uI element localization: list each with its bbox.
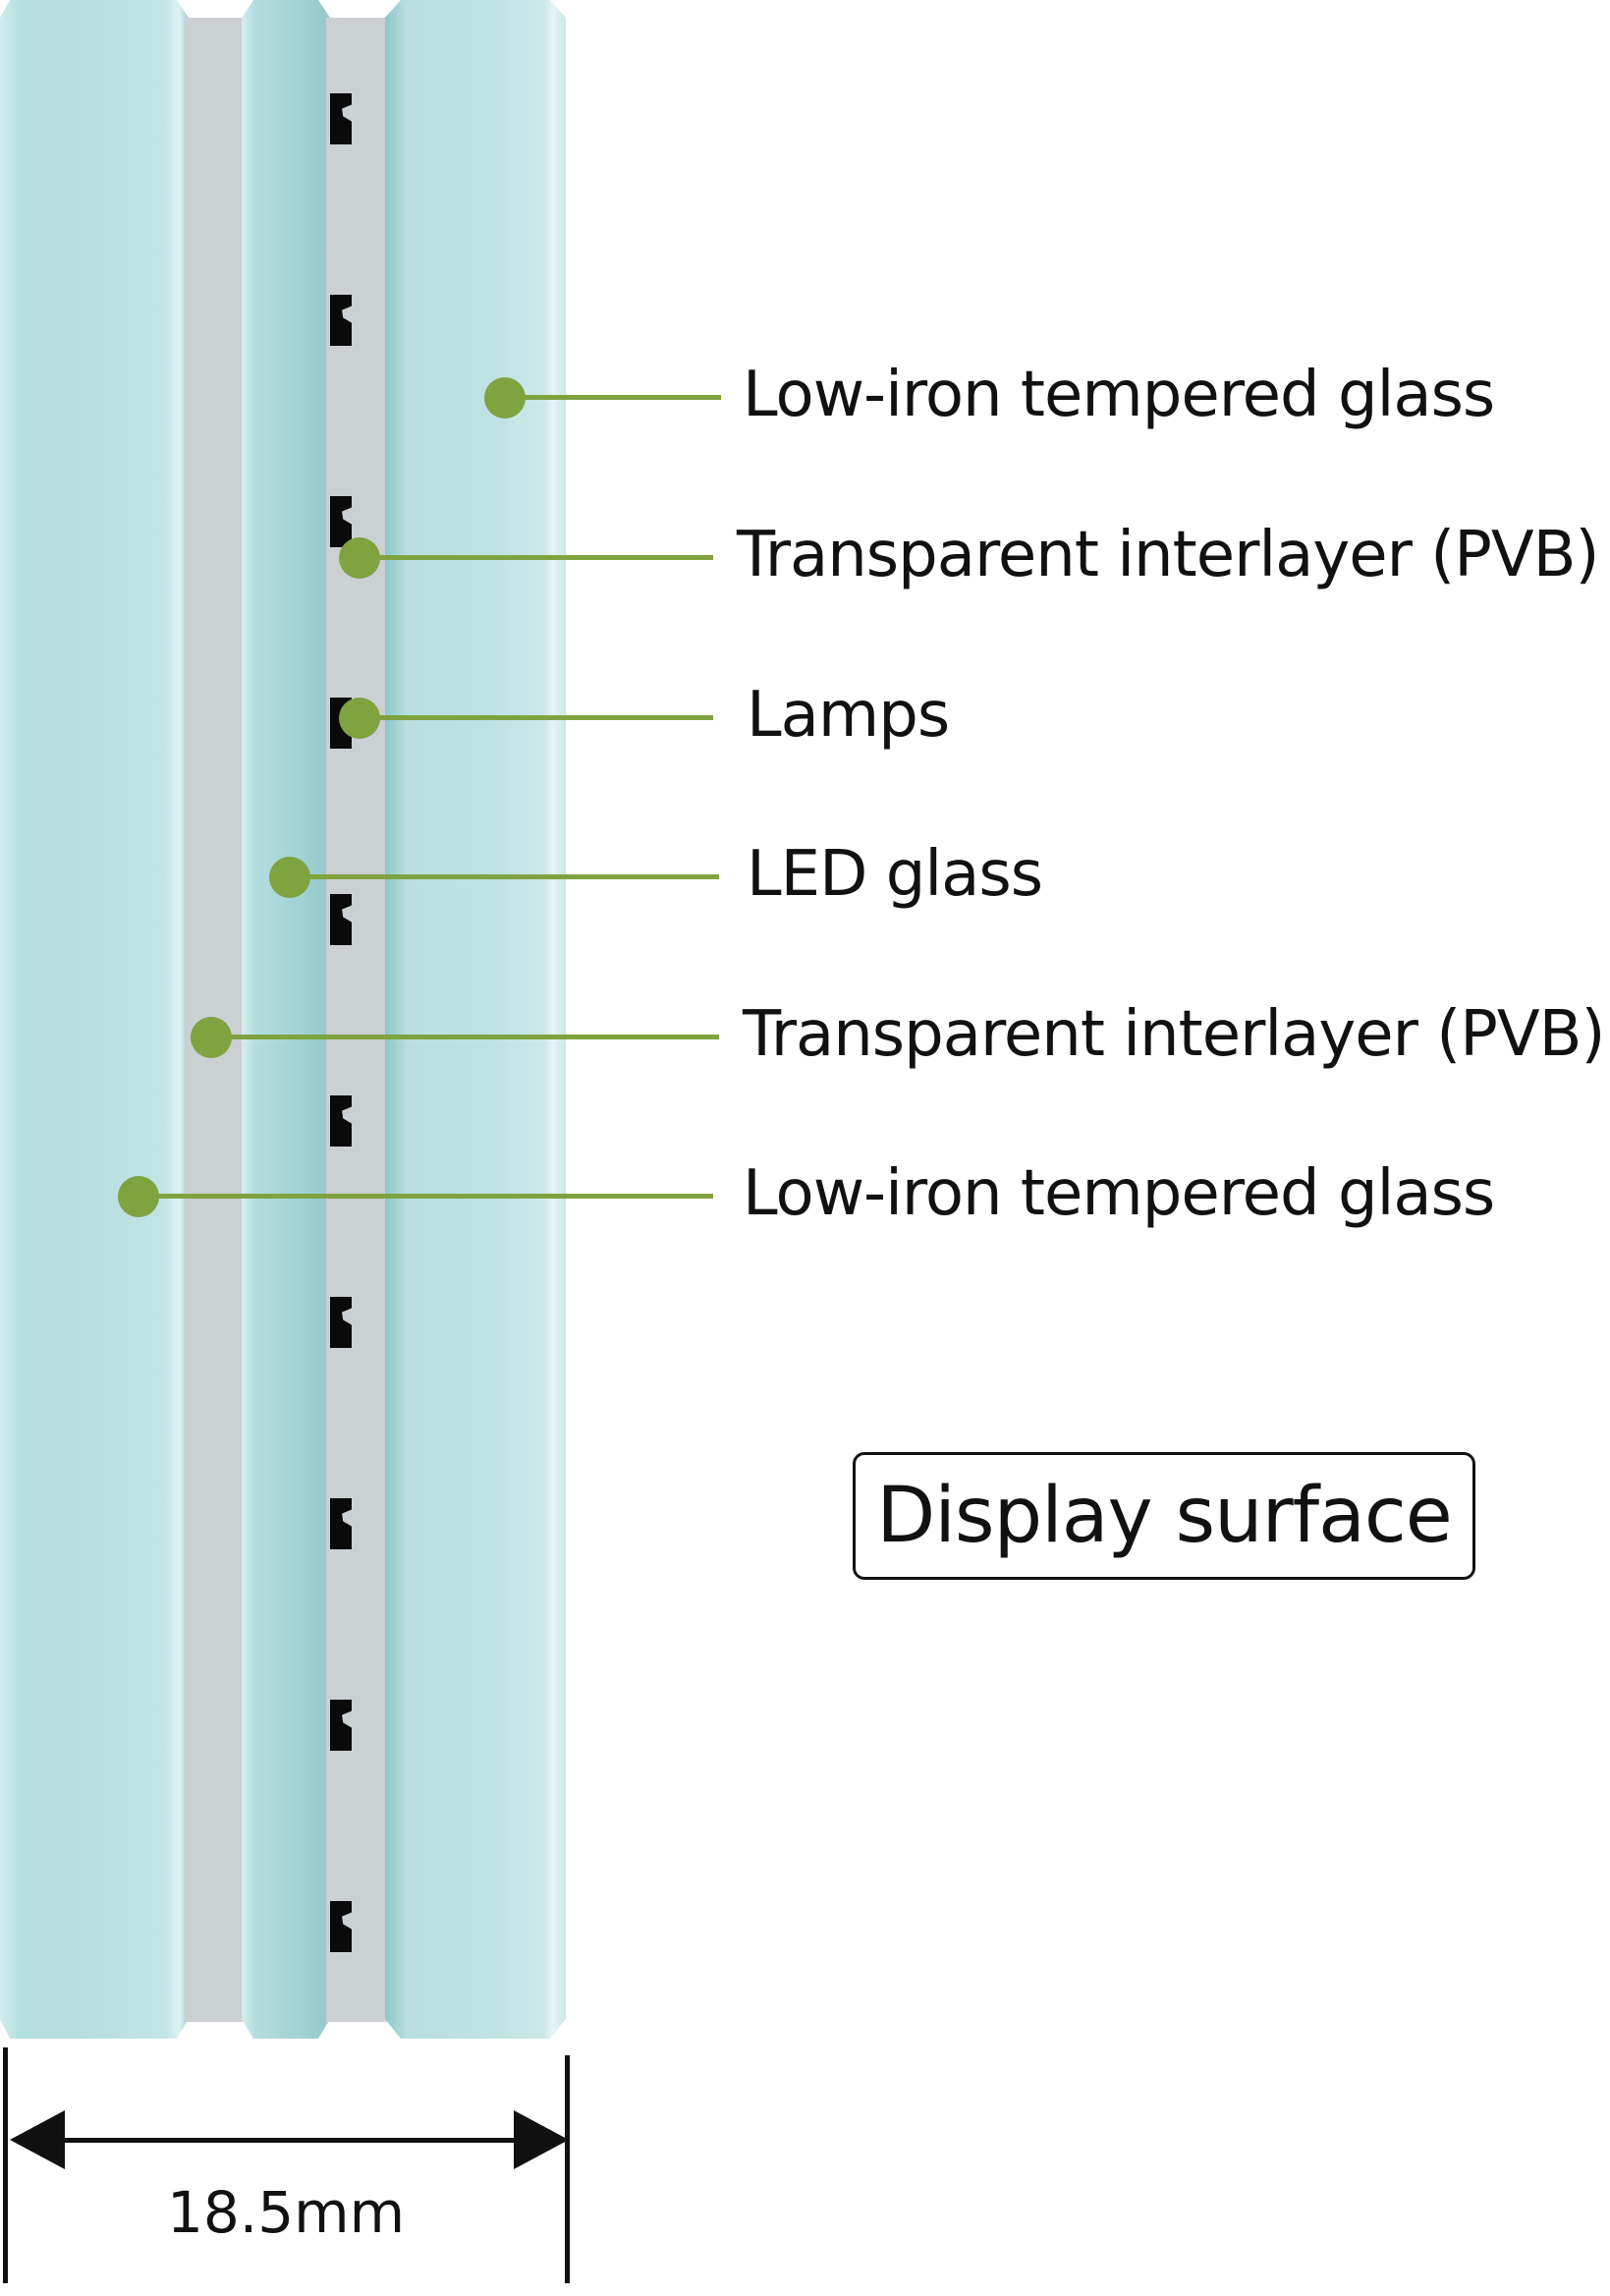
leader-line bbox=[360, 715, 713, 720]
thickness-dimension: 18.5mm bbox=[167, 2179, 406, 2246]
dimension-line bbox=[59, 2138, 521, 2143]
callout-dot bbox=[339, 537, 380, 579]
lamp-icon bbox=[330, 496, 352, 547]
led-glass-layer bbox=[242, 0, 330, 2039]
callout-dot bbox=[191, 1017, 232, 1058]
lamp-icon bbox=[330, 1095, 352, 1147]
lamp-icon bbox=[330, 1700, 352, 1751]
lamp-icon bbox=[330, 295, 352, 346]
leader-line bbox=[139, 1194, 713, 1199]
dimension-extension-right bbox=[565, 2055, 570, 2283]
lamp-icon bbox=[330, 93, 352, 144]
callout-dot bbox=[484, 377, 526, 419]
display-surface-label: Display surface bbox=[853, 1452, 1475, 1580]
lamp-icon bbox=[330, 1498, 352, 1549]
label-outer-glass-right: Low-iron tempered glass bbox=[743, 359, 1495, 432]
leader-line bbox=[290, 874, 719, 879]
right-pvb-interlayer bbox=[326, 18, 391, 2022]
label-pvb-left: Transparent interlayer (PVB) bbox=[743, 998, 1605, 1072]
right-tempered-glass-layer bbox=[385, 0, 566, 2039]
callout-dot bbox=[118, 1176, 159, 1217]
label-led-glass: LED glass bbox=[747, 838, 1043, 912]
label-lamps: Lamps bbox=[747, 679, 950, 753]
label-outer-glass-left: Low-iron tempered glass bbox=[743, 1157, 1495, 1231]
dimension-extension-left bbox=[3, 2047, 8, 2283]
label-pvb-right: Transparent interlayer (PVB) bbox=[737, 519, 1599, 592]
lamp-icon bbox=[330, 1901, 352, 1952]
callout-dot bbox=[339, 698, 380, 739]
lamp-icon bbox=[330, 894, 352, 945]
arrow-left-icon bbox=[10, 2110, 65, 2169]
leader-line bbox=[505, 395, 721, 400]
left-tempered-glass-layer bbox=[0, 0, 189, 2039]
leader-line bbox=[360, 555, 713, 560]
arrow-right-icon bbox=[514, 2110, 569, 2169]
lamp-icon bbox=[330, 1297, 352, 1348]
leader-line bbox=[211, 1035, 719, 1039]
callout-dot bbox=[269, 857, 310, 898]
